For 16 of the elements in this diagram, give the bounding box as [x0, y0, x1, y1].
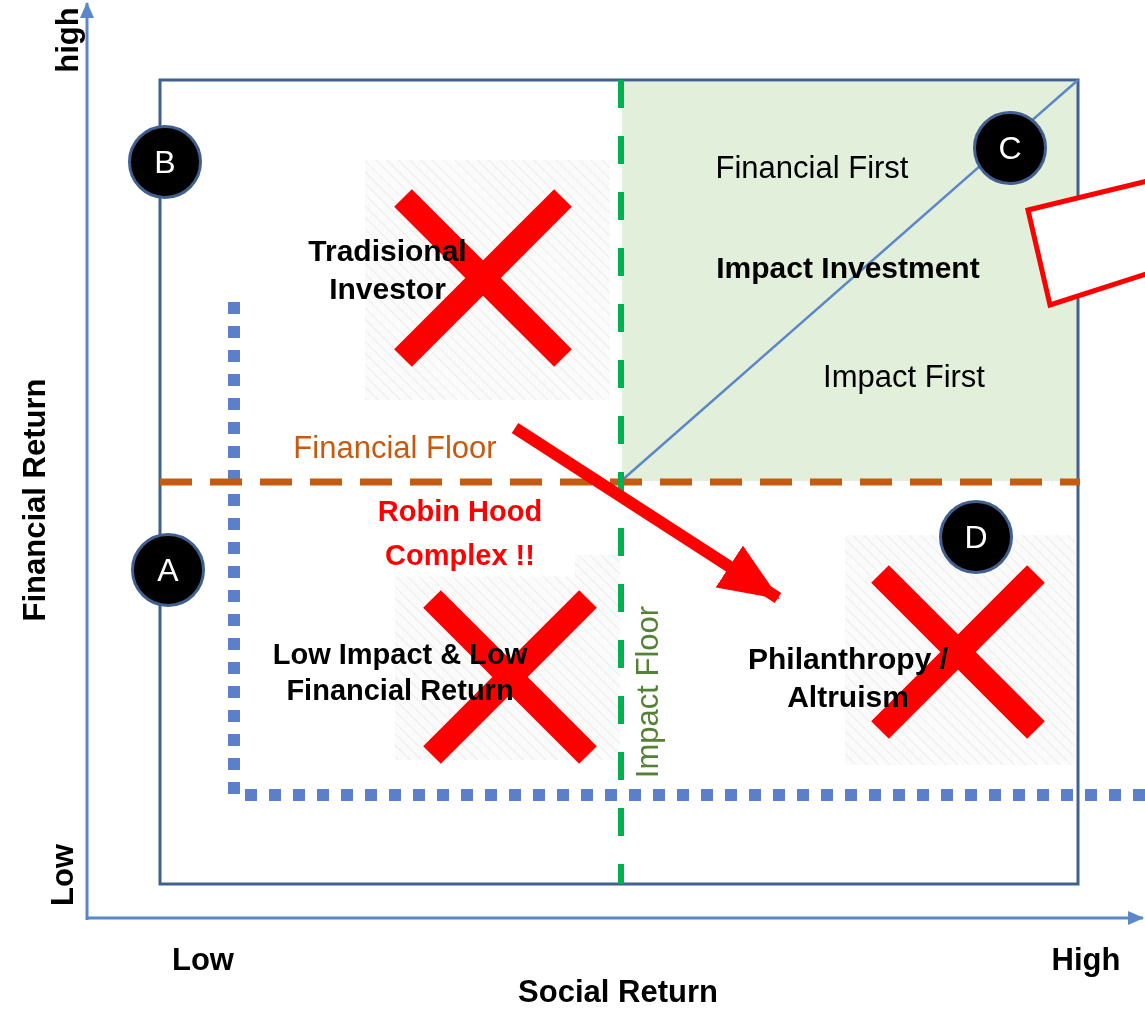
axis-label: high: [50, 7, 86, 73]
line-label: Impact Floor: [630, 605, 666, 779]
quadrant-box: [622, 82, 1077, 481]
marker-circle: A: [131, 533, 205, 607]
marker-circle: B: [128, 125, 202, 199]
line-label: Financial Floor: [293, 430, 497, 466]
axis-label: Low: [172, 942, 234, 978]
axis-label: Low: [45, 844, 81, 906]
axis-label: High: [1051, 942, 1121, 978]
quadrant-label: Financial First: [714, 148, 910, 187]
axis-title: Financial Return: [17, 378, 53, 622]
axis-title: Social Return: [518, 974, 718, 1010]
quadrant-label: Impact First: [822, 357, 986, 396]
marker-circle: D: [939, 500, 1013, 574]
arrow: [511, 422, 782, 604]
marker-circle: C: [973, 111, 1047, 185]
